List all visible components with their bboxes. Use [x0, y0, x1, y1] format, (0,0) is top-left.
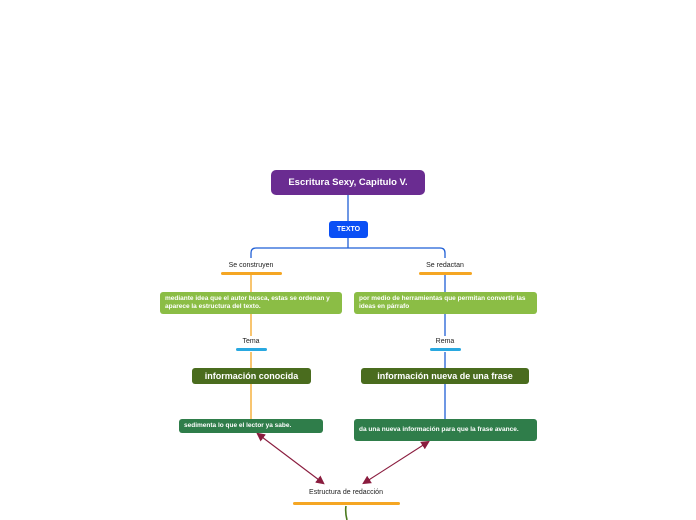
left-concept-text: información conocida	[204, 371, 299, 381]
left-branch-underline	[221, 272, 282, 275]
left-concept-node[interactable]: información conocida	[192, 368, 311, 384]
left-detail-text: sedimenta lo que el lector ya sabe.	[184, 422, 292, 429]
arrow-left-relation	[256, 432, 325, 485]
tema-label[interactable]: Tema	[242, 338, 260, 345]
right-description-node[interactable]: por medio de herramientas que permitan c…	[354, 292, 537, 314]
tema-underline	[236, 348, 267, 351]
right-concept-text: información nueva de una frase	[377, 371, 513, 381]
right-description-text: por medio de herramientas que permitan c…	[359, 295, 526, 310]
right-detail-text: da una nueva información para que la fra…	[359, 426, 519, 433]
left-description-text: mediante idea que el autor busca, estas …	[165, 295, 330, 310]
arrow-right-relation	[362, 440, 430, 485]
right-concept-node[interactable]: información nueva de una frase	[361, 368, 529, 384]
structure-underline	[293, 502, 400, 505]
structure-label[interactable]: Estructura de redacción	[309, 489, 383, 496]
main-topic-label: Escritura Sexy, Capitulo V.	[288, 177, 408, 188]
texto-label: TEXTO	[336, 226, 361, 233]
rema-underline	[430, 348, 461, 351]
right-detail-node[interactable]: da una nueva información para que la fra…	[354, 419, 537, 441]
left-description-node[interactable]: mediante idea que el autor busca, estas …	[160, 292, 342, 314]
line-bottom-down	[344, 505, 348, 520]
texto-node[interactable]: TEXTO	[329, 221, 368, 238]
main-topic-title[interactable]: Escritura Sexy, Capitulo V.	[271, 170, 425, 195]
line-texto-branches	[250, 238, 446, 258]
rema-label[interactable]: Rema	[435, 338, 455, 345]
right-branch-underline	[419, 272, 472, 275]
left-branch-label[interactable]: Se construyen	[228, 262, 274, 269]
right-branch-label[interactable]: Se redactan	[426, 262, 464, 269]
left-detail-node[interactable]: sedimenta lo que el lector ya sabe.	[179, 419, 323, 433]
